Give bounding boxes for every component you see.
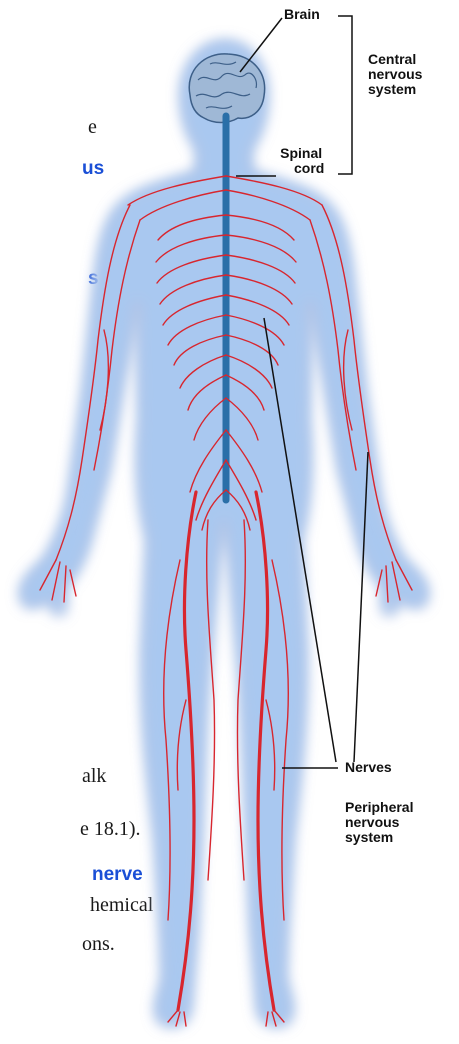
label-cns-line-3: system — [368, 82, 422, 97]
label-spinal-line-2: cord — [278, 161, 324, 176]
brain-illustration — [189, 54, 264, 123]
label-nerves: Nerves — [345, 760, 392, 775]
label-cns-line-1: Central — [368, 52, 422, 67]
cns-bracket — [338, 16, 352, 174]
label-spinal-line-1: Spinal — [278, 146, 324, 161]
label-peripheral-nervous-system: Peripheral nervous system — [345, 800, 413, 845]
label-pns-line-3: system — [345, 830, 413, 845]
label-spinal-cord: Spinal cord — [278, 146, 324, 176]
label-central-nervous-system: Central nervous system — [368, 52, 422, 97]
label-pns-line-1: Peripheral — [345, 800, 413, 815]
brain-leader-line — [240, 18, 282, 72]
label-brain: Brain — [284, 7, 320, 22]
label-cns-line-2: nervous — [368, 67, 422, 82]
label-pns-line-2: nervous — [345, 815, 413, 830]
